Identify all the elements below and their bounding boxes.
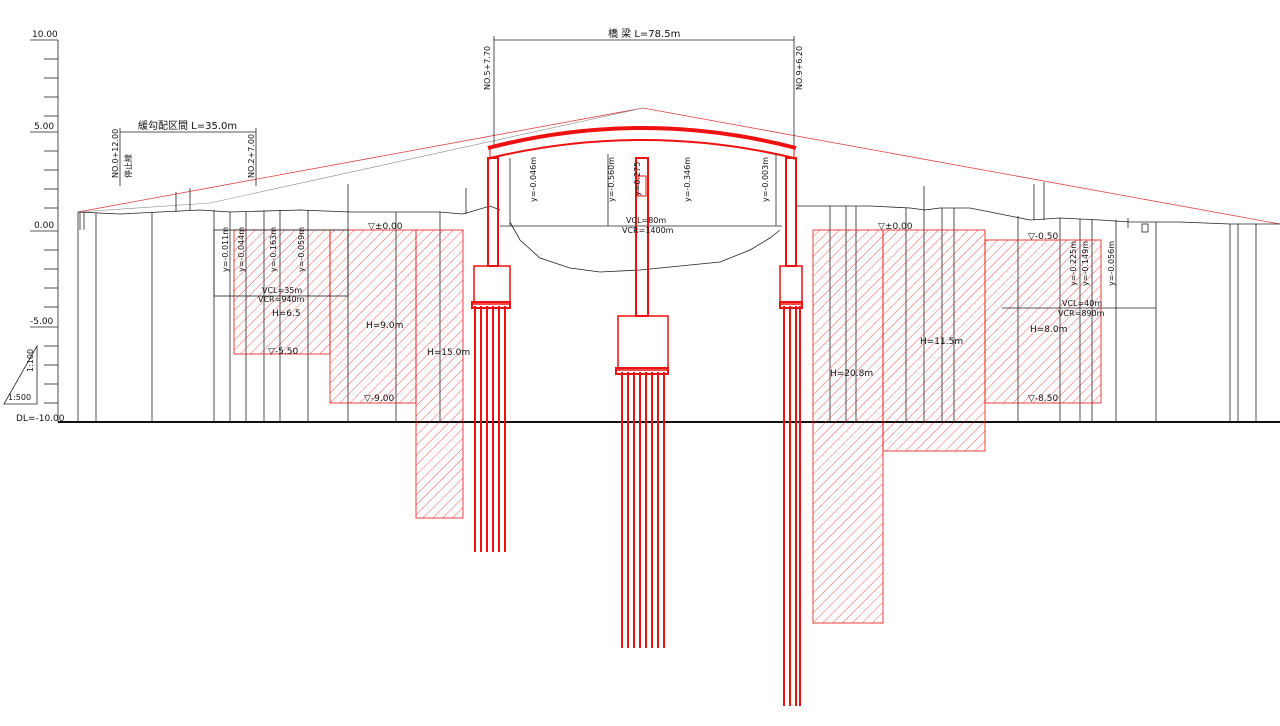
scale-tick-10: 10.00 (32, 30, 58, 40)
right-side-structures (79, 212, 1149, 233)
offset-left-3: y=-0.163m (269, 227, 278, 272)
offset-left-1: y=-0.011m (221, 227, 230, 272)
height-right-2: H=11.5m (920, 337, 963, 347)
bridge-title: 橋 梁 L=78.5m (608, 27, 680, 40)
scale-tick-minus5: -5.00 (30, 317, 54, 327)
bridge-dimension: 橋 梁 L=78.5m NO.5+7.70 NO.9+6.20 (483, 27, 804, 148)
offset-left-4: y=-0.059m (297, 227, 306, 272)
gentle-grade-right-station: NO.2+7.00 (247, 134, 256, 178)
bridge-structure (471, 126, 803, 706)
offset-bridge-2: y=-0.560m (607, 157, 616, 202)
excavation-labels: ▽±0.00 H=6.5 ▽-5.50 H=9.0m ▽-9.00 H=15.0… (268, 222, 1067, 404)
offset-bridge-1: y=-0.046m (529, 157, 538, 202)
offset-right-3: y=-0.056m (1107, 241, 1116, 286)
scale-ratio-vertical: 1:100 (26, 349, 35, 372)
offset-right-2: y=-0.149m (1081, 241, 1090, 286)
excavation-left (233, 229, 464, 519)
offset-left-2: y=-0.044m (237, 227, 246, 272)
curve-right: VCL=40m VCR=890m y=-0.225m y=-0.149m y=-… (1002, 241, 1156, 318)
curve-right-vcr: VCR=890m (1058, 309, 1105, 318)
curve-bridge-vcl: VCL=80m (626, 216, 666, 225)
scale-tick-5: 5.00 (34, 122, 54, 132)
marker-posts (175, 182, 1045, 220)
curve-bridge-vcr: VCR=1400m (622, 226, 674, 235)
height-left-2: H=9.0m (366, 321, 403, 331)
level-right-4: ▽-8.50 (1028, 394, 1058, 404)
scale-ratio-triangle: 1:100 1:500 (3, 344, 38, 405)
grade-line (77, 107, 1280, 225)
height-right-3: H=8.0m (1030, 325, 1067, 335)
level-right-top: ▽±0.00 (878, 222, 913, 232)
elevation-scale: 10.00 5.00 0.00 -5.00 DL=-10.00 (16, 30, 65, 424)
ground-profile (77, 205, 1280, 273)
level-left-top: ▽±0.00 (368, 222, 403, 232)
offset-right-1: y=-0.225m (1069, 241, 1078, 286)
height-left-3: H=15.0m (427, 348, 470, 358)
scale-tick-0: 0.00 (34, 221, 54, 231)
gentle-grade-section: 緩勾配区間 L=35.0m NO.0+12.00 停止線 NO.2+7.00 (111, 119, 257, 186)
scale-ratio-horizontal: 1:500 (8, 393, 31, 402)
curve-left-vcl: VCL=35m (262, 286, 302, 295)
bridge-right-station: NO.9+6.20 (795, 46, 804, 90)
level-left-1: ▽-5.50 (268, 347, 298, 357)
bridge-annotations: y=-0.046m y=-0.560m y=0.275 y=-0.346m y=… (529, 157, 770, 235)
gentle-grade-left-station: NO.0+12.00 (111, 129, 120, 178)
curve-right-vcl: VCL=40m (1062, 299, 1102, 308)
height-left-1: H=6.5 (272, 309, 301, 319)
curve-left-vcr: VCR=940m (258, 295, 305, 304)
offset-bridge-4: y=-0.346m (683, 157, 692, 202)
height-right-1: H=20.8m (830, 369, 873, 379)
scale-tick-datum: DL=-10.00 (16, 414, 65, 424)
offset-bridge-3: y=0.275 (633, 162, 642, 196)
gentle-grade-label: 緩勾配区間 L=35.0m (138, 119, 237, 132)
bridge-left-station: NO.5+7.70 (483, 46, 492, 90)
offset-bridge-5: y=-0.003m (761, 157, 770, 202)
excavation-right (812, 229, 1102, 624)
curve-left: VCL=35m VCR=940m y=-0.011m y=-0.044m y=-… (213, 227, 349, 304)
stop-line-label: 停止線 (123, 154, 133, 178)
level-right-3: ▽-0.50 (1028, 232, 1058, 242)
level-left-2: ▽-9.00 (364, 394, 394, 404)
